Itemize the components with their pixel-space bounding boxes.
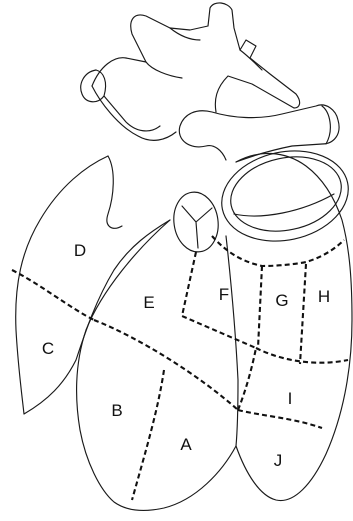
- segment-boundary-atrial: [12, 270, 94, 320]
- aortic-arch: [92, 3, 300, 112]
- segment-boundary-midline: [94, 320, 238, 410]
- superior-vena-cava: [81, 70, 160, 131]
- segment-label-b: B: [111, 401, 122, 420]
- segment-label-f: F: [219, 285, 229, 304]
- mitral-valve-leaflet: [234, 194, 334, 216]
- segment-label-j: J: [274, 451, 283, 470]
- right-ventricle-edge: [77, 220, 236, 510]
- segment-label-c: C: [42, 339, 54, 358]
- brachiocephalic-trunk: [146, 62, 182, 78]
- segment-label-d: D: [74, 241, 86, 260]
- superior-vena-cava-rim: [96, 70, 106, 96]
- segment-label-h: H: [318, 287, 330, 306]
- segment-boundary-gh: [300, 264, 306, 364]
- left-atrial-appendage: [16, 156, 170, 414]
- segment-boundary-fg: [258, 266, 262, 348]
- segment-boundary-hi: [256, 348, 348, 363]
- segment-boundary-ab: [132, 370, 164, 500]
- pulmonary-trunk-rim: [322, 106, 330, 144]
- interventricular-groove: [226, 236, 238, 446]
- segment-label-g: G: [275, 291, 288, 310]
- subclavian-artery: [240, 50, 262, 70]
- segment-label-i: I: [288, 389, 293, 408]
- pulmonary-trunk-base: [179, 126, 226, 160]
- segment-boundary-ei: [238, 348, 256, 410]
- segment-label-a: A: [180, 435, 192, 454]
- segment-boundary-ij: [238, 410, 322, 428]
- aortic-valve-cusps: [182, 206, 212, 248]
- segment-boundary-top: [212, 236, 344, 266]
- left-atrial-appendage-top: [107, 156, 122, 228]
- mitral-valve-inner: [224, 147, 349, 241]
- segment-label-e: E: [143, 293, 154, 312]
